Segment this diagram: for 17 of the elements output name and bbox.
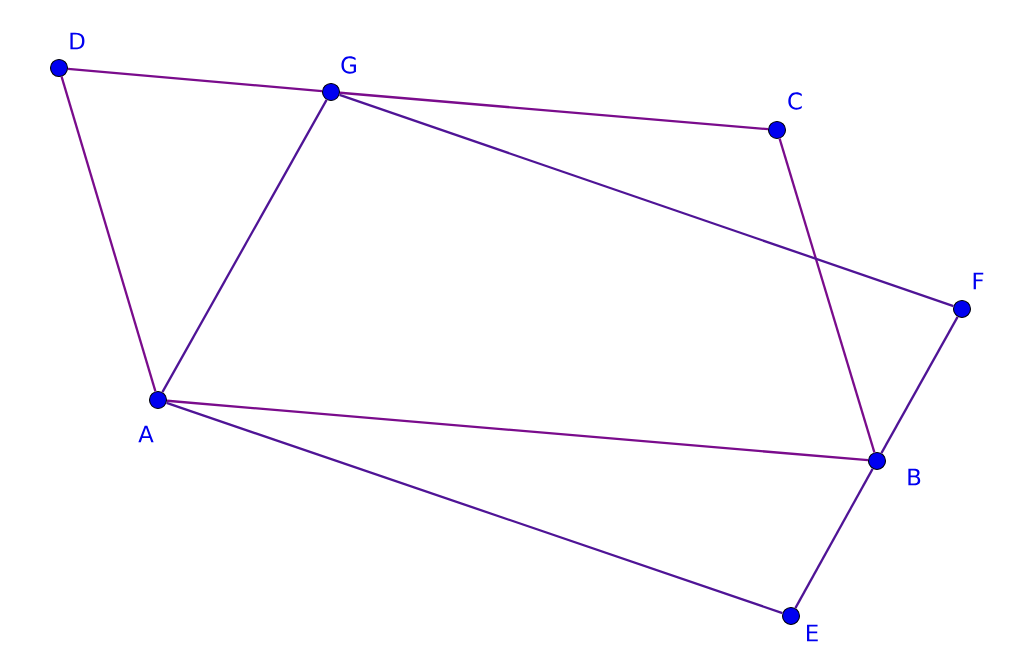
point-label: C [788, 92, 802, 110]
point-label: E [807, 624, 818, 642]
line-segment [67, 67, 323, 93]
line-segment [339, 91, 769, 131]
line-segment [794, 468, 874, 609]
line-segment [778, 138, 876, 453]
line-segment [166, 399, 869, 462]
line-segment [161, 99, 328, 393]
line-segment [339, 93, 954, 308]
point-label: A [138, 425, 154, 443]
line-segment [60, 76, 157, 392]
point-label: F [973, 272, 984, 290]
line-segment [880, 316, 959, 454]
line-segment [166, 401, 783, 615]
point-label: B [908, 468, 921, 486]
point-label: D [70, 32, 85, 50]
point-label: G [341, 56, 356, 74]
